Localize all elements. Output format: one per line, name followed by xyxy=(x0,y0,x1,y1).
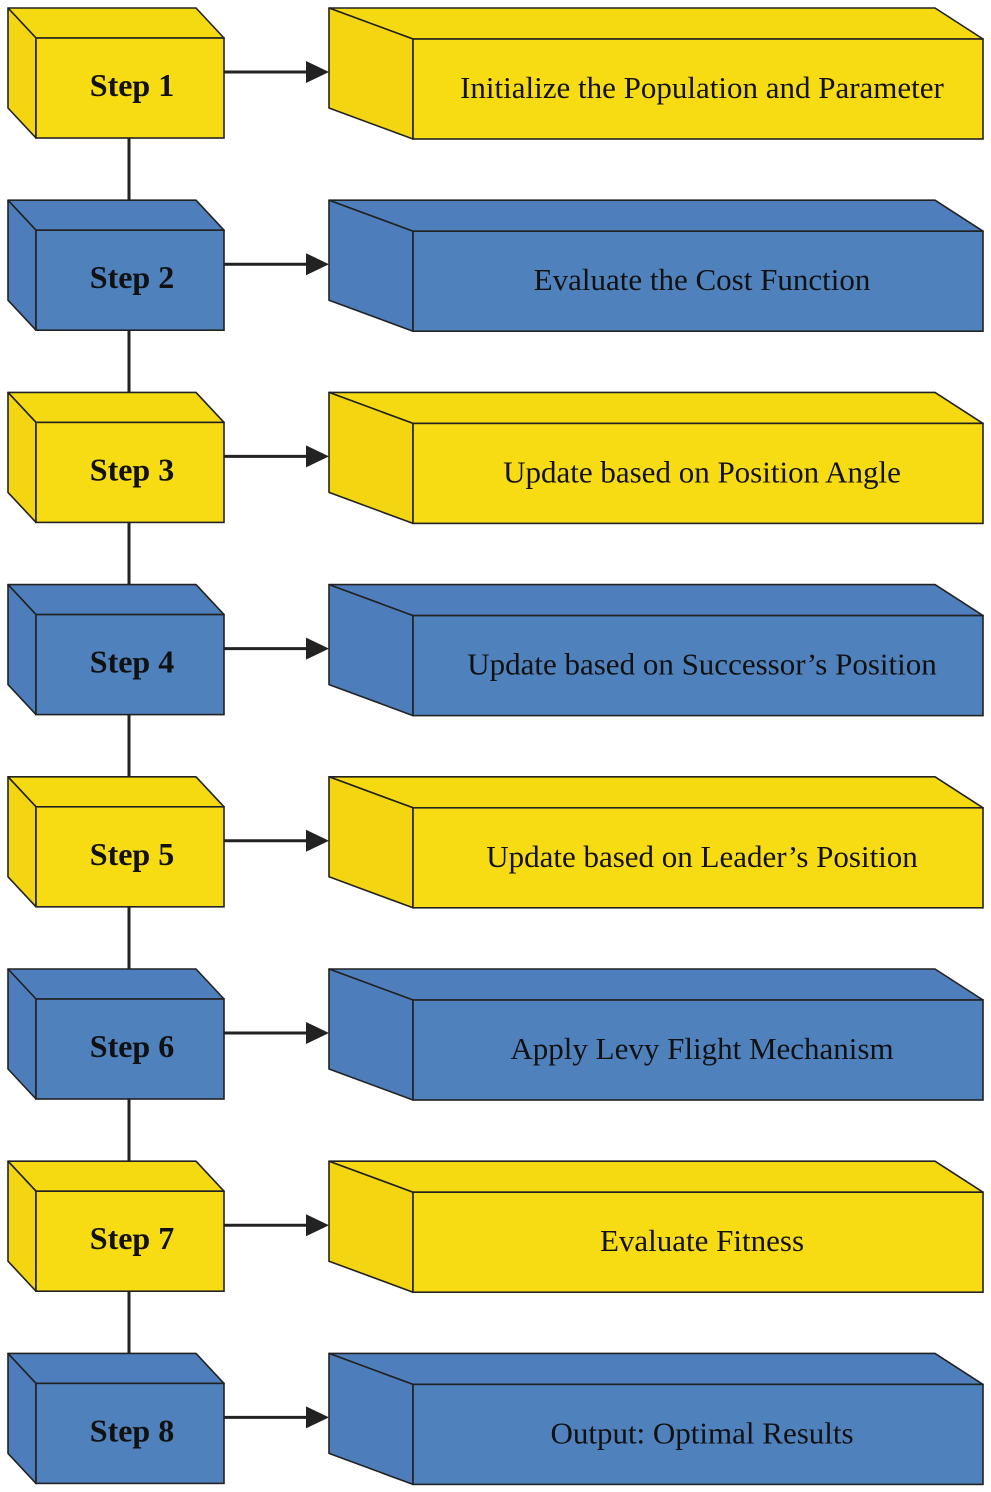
arrow-head xyxy=(306,1022,329,1044)
step-label: Step 2 xyxy=(90,259,174,295)
description-box-top xyxy=(328,775,984,809)
description-label: Update based on Successor’s Position xyxy=(467,647,937,682)
description-box: Apply Levy Flight Mechanism xyxy=(328,968,984,1101)
step-row: Step 3 Update based on Position Angle xyxy=(7,391,984,525)
step-box: Step 7 xyxy=(7,1160,225,1292)
step-box: Step 6 xyxy=(7,968,225,1100)
step-box-front xyxy=(35,1190,225,1292)
description-label: Update based on Leader’s Position xyxy=(486,839,918,874)
arrow-head xyxy=(306,445,329,468)
arrow-head xyxy=(306,1406,329,1429)
description-box: Output: Optimal Results xyxy=(328,1352,984,1486)
step-box-top xyxy=(7,391,225,424)
arrow xyxy=(224,445,329,468)
description-box-top xyxy=(328,391,984,425)
description-box-front xyxy=(412,38,984,140)
description-box-front xyxy=(412,230,984,332)
step-label: Step 4 xyxy=(90,644,174,680)
description-box: Initialize the Population and Parameter xyxy=(328,7,984,140)
step-box-top xyxy=(7,1352,225,1385)
description-box-front xyxy=(412,999,984,1101)
description-box-front xyxy=(412,1191,984,1293)
description-label: Initialize the Population and Parameter xyxy=(460,70,944,105)
step-row: Step 6 Apply Levy Flight Mechanism xyxy=(7,968,984,1101)
arrow xyxy=(224,61,329,83)
description-box-top xyxy=(328,1160,984,1193)
step-row: Step 2 Evaluate the Cost Function xyxy=(7,199,984,333)
step-box: Step 2 xyxy=(7,199,225,332)
step-row: Step 4 Update based on Successor’s Positi… xyxy=(7,583,984,717)
step-box-top xyxy=(7,775,225,808)
description-label: Evaluate Fitness xyxy=(600,1223,804,1258)
description-box-top xyxy=(328,7,984,40)
step-box-front xyxy=(35,37,225,139)
description-box-top xyxy=(328,583,984,617)
step-box-top xyxy=(7,968,225,1000)
step-row: Step 5 Update based on Leader’s Position xyxy=(7,775,984,909)
step-row: Step 1 Initialize the Population and Para… xyxy=(7,7,984,140)
arrow-head xyxy=(306,829,329,852)
description-box: Update based on Position Angle xyxy=(328,391,984,525)
step-box-top xyxy=(7,199,225,231)
arrow-head xyxy=(306,1214,329,1237)
description-box: Evaluate Fitness xyxy=(328,1160,984,1293)
step-box-top xyxy=(7,7,225,39)
description-box-front xyxy=(412,806,984,909)
arrow-head xyxy=(306,61,329,83)
step-label: Step 8 xyxy=(90,1412,174,1448)
step-box-front xyxy=(35,421,225,524)
arrow xyxy=(224,253,329,276)
step-label: Step 3 xyxy=(90,451,174,487)
step-label: Step 1 xyxy=(90,67,174,103)
step-box-front xyxy=(35,805,225,908)
step-box-front xyxy=(35,229,225,331)
step-box-top xyxy=(7,583,225,616)
description-box-top xyxy=(328,1352,984,1386)
arrow xyxy=(224,637,329,660)
arrow-head xyxy=(306,637,329,660)
step-row: Step 7 Evaluate Fitness xyxy=(7,1160,984,1293)
arrow xyxy=(224,1406,329,1429)
description-label: Output: Optimal Results xyxy=(550,1415,853,1450)
arrow xyxy=(224,1022,329,1044)
step-box-front xyxy=(35,1382,225,1485)
step-row: Step 8 Output: Optimal Results xyxy=(7,1352,984,1486)
description-box-front xyxy=(412,1383,984,1486)
step-box: Step 5 xyxy=(7,775,225,908)
description-label: Update based on Position Angle xyxy=(503,454,901,489)
step-label: Step 7 xyxy=(90,1220,174,1256)
step-box: Step 8 xyxy=(7,1352,225,1485)
description-box: Evaluate the Cost Function xyxy=(328,199,984,333)
description-label: Apply Levy Flight Mechanism xyxy=(510,1031,893,1066)
description-label: Evaluate the Cost Function xyxy=(534,262,871,297)
arrow xyxy=(224,829,329,852)
arrow-head xyxy=(306,253,329,276)
description-box-top xyxy=(328,199,984,232)
step-box-top xyxy=(7,1160,225,1192)
description-box-front xyxy=(412,422,984,525)
step-box-front xyxy=(35,998,225,1100)
arrow xyxy=(224,1214,329,1237)
step-rows: Step 1 Initialize the Population and Para… xyxy=(7,7,984,1486)
step-label: Step 6 xyxy=(90,1028,174,1064)
step-box-front xyxy=(35,613,225,716)
step-box: Step 1 xyxy=(7,7,225,139)
description-box-front xyxy=(412,614,984,717)
step-box: Step 3 xyxy=(7,391,225,524)
description-box-top xyxy=(328,968,984,1001)
description-box: Update based on Successor’s Position xyxy=(328,583,984,717)
step-label: Step 5 xyxy=(90,836,174,872)
step-box: Step 4 xyxy=(7,583,225,716)
description-box: Update based on Leader’s Position xyxy=(328,775,984,909)
